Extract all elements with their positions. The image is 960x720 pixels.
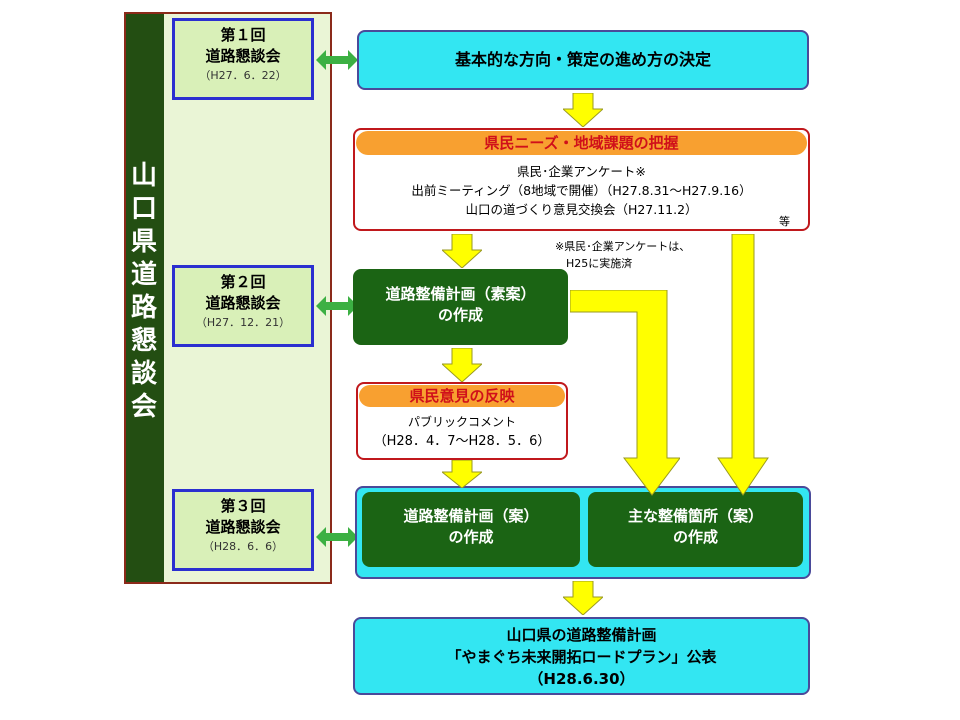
- meeting-1-name: 道路懇談会: [205, 47, 281, 65]
- meeting-3-round: 第３回: [220, 497, 266, 515]
- road-plan-box: 道路整備計画（案） の作成: [362, 492, 580, 567]
- final-line-2: 「やまぐち未来開拓ロードプラン」公表: [446, 648, 717, 666]
- final-line-1: 山口県の道路整備計画: [506, 626, 657, 644]
- survey-note: ※県民･企業アンケートは、 H25に実施済: [555, 240, 691, 270]
- needs-lines: 県民･企業アンケート※ 出前ミーティング（8地域で開催）（H27.8.31～H2…: [356, 162, 807, 219]
- meeting-2-round: 第２回: [220, 273, 266, 291]
- meeting-1: 第１回 道路懇談会 （H27．6．22）: [172, 18, 314, 100]
- council-title: 山 口 県 道 路 懇 談 会: [130, 161, 157, 422]
- needs-line-2: 出前ミーティング（8地域で開催）（H27.8.31～H27.9.16）: [411, 183, 752, 198]
- down-arrow-icon: [442, 234, 482, 268]
- down-arrow-icon: [442, 460, 482, 494]
- opinion-line-1: パブリックコメント: [407, 415, 516, 429]
- meeting-3-date: （H28．6．6）: [202, 540, 284, 553]
- direction-box: 基本的な方向・策定の進め方の決定: [357, 30, 809, 90]
- double-arrow-icon: [316, 526, 358, 548]
- final-line-3: （H28.6.30）: [528, 670, 635, 688]
- down-arrow-icon: [563, 581, 603, 615]
- bent-arrow-icon: [570, 290, 680, 496]
- needs-etc: 等: [779, 215, 790, 228]
- down-arrow-icon: [442, 348, 482, 382]
- needs-header: 県民ニーズ・地域課題の把握: [356, 131, 807, 155]
- meeting-2-date: （H27．12．21）: [195, 316, 291, 329]
- meeting-2: 第２回 道路懇談会 （H27．12．21）: [172, 265, 314, 347]
- double-arrow-icon: [316, 49, 358, 71]
- opinion-header: 県民意見の反映: [359, 385, 565, 407]
- meeting-1-round: 第１回: [220, 26, 266, 44]
- needs-line-3: 山口の道づくり意見交換会（H27.11.2）: [465, 202, 698, 217]
- final-box: 山口県の道路整備計画 「やまぐち未来開拓ロードプラン」公表 （H28.6.30）: [353, 617, 810, 695]
- double-arrow-icon: [316, 295, 358, 317]
- long-down-arrow-icon: [714, 234, 774, 496]
- down-arrow-icon: [563, 93, 603, 127]
- meeting-3: 第３回 道路懇談会 （H28．6．6）: [172, 489, 314, 571]
- opinion-line-2: （H28．4．7～H28．5．6）: [373, 434, 551, 449]
- needs-line-1: 県民･企業アンケート※: [517, 164, 646, 179]
- meeting-3-name: 道路懇談会: [205, 518, 281, 536]
- draft-plan-box: 道路整備計画（素案） の作成: [353, 269, 568, 345]
- meeting-1-date: （H27．6．22）: [199, 69, 287, 82]
- main-places-box: 主な整備箇所（案） の作成: [588, 492, 803, 567]
- council-band: [124, 12, 164, 584]
- meeting-2-name: 道路懇談会: [205, 294, 281, 312]
